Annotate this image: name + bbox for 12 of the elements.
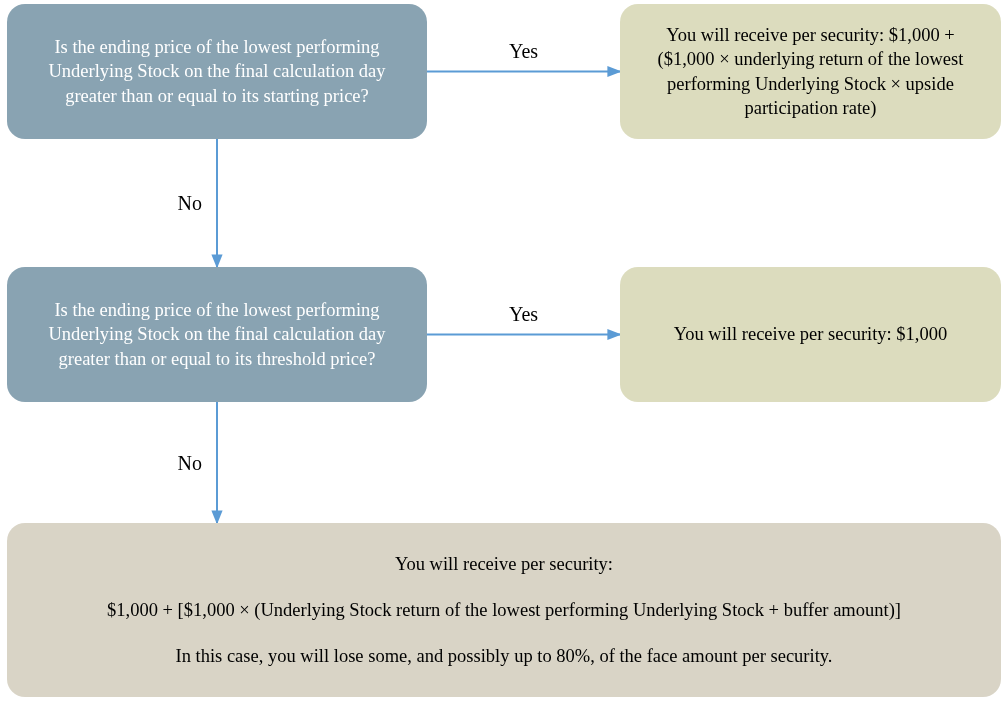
decision-box [7,267,427,402]
node-text: In this case, you will lose some, and possibly up to 80%, of the face amount per security. [175,645,833,668]
decision-box [7,4,427,139]
outcome-box [620,4,1001,139]
outcome-box [7,523,1001,697]
outcome-box [620,267,1001,402]
node-text: You will receive per security: $1,000 [673,323,948,347]
node-text: You will receive per security: [395,552,613,576]
node-text: $1,000 + [$1,000 × (Underlying Stock return of the lowest performing Underlying Stock + buffer amount)] [107,598,901,622]
node-text: Is the ending price of the lowest performing Underlying Stock on the final calculation day greater than or equal to its threshold price? [47,299,387,371]
node-text: Is the ending price of the lowest performing Underlying Stock on the final calculation day greater than or equal to its starting price? [47,36,387,108]
node-text: You will receive per security: $1,000 + ($1,000 × underlying return of the lowest performing Underlying Stock × upside participation rate) [656,24,965,120]
